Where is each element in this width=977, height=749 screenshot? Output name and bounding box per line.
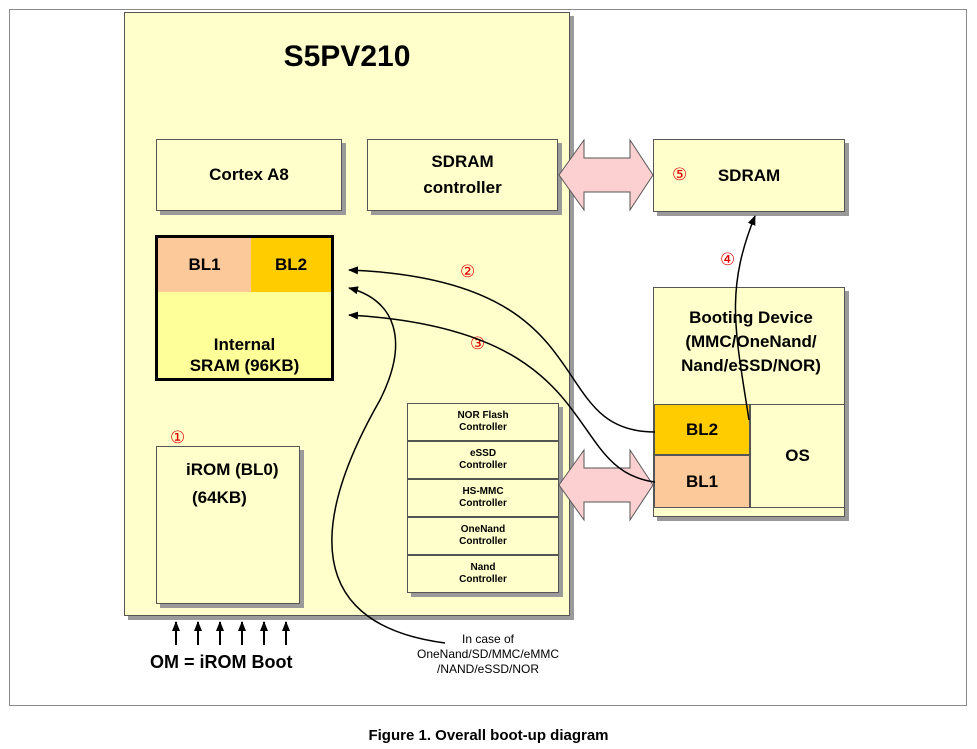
step-1-number: ①: [170, 428, 186, 447]
sram-bl1: BL1: [158, 238, 251, 292]
device-bl2-label: BL2: [685, 419, 719, 439]
onenand-controller: OneNand Controller: [407, 517, 559, 555]
chip-title: S5PV210: [283, 40, 411, 73]
irom-size: (64KB): [192, 488, 247, 507]
sdram-controller-label: SDRAM controller: [423, 152, 502, 197]
nor-flash-controller-label: NOR Flash Controller: [457, 410, 509, 433]
internal-sram-block: BL1 BL2 Internal SRAM (96KB): [155, 235, 334, 381]
controller-stack: NOR Flash Controller eSSD Controller HS-…: [407, 403, 559, 593]
device-bus-arrow: [558, 448, 654, 522]
step-4-arrow: [734, 215, 756, 421]
figure-caption: Figure 1. Overall boot-up diagram: [368, 727, 609, 744]
booting-device-label: Booting Device (MMC/OneNand/ Nand/eSSD/N…: [681, 308, 821, 375]
sram-bl2-label: BL2: [274, 255, 308, 274]
step-3-arrow: [348, 311, 656, 483]
nand-controller: Nand Controller: [407, 555, 559, 593]
nor-flash-controller: NOR Flash Controller: [407, 403, 559, 441]
hs-mmc-controller: HS-MMC Controller: [407, 479, 559, 517]
irom-block: [156, 446, 300, 604]
sdram-bus-arrow: [558, 138, 654, 212]
irom-label: iROM (BL0): [186, 460, 279, 479]
device-bl2: BL2: [654, 404, 750, 455]
cortex-a8-label: Cortex A8: [209, 165, 289, 184]
device-bl1-label: BL1: [685, 471, 719, 491]
sdram-block: SDRAM: [653, 139, 845, 212]
sram-label: Internal SRAM (96KB): [189, 335, 300, 375]
step-4-number: ④: [720, 250, 736, 269]
cortex-a8-block: Cortex A8: [156, 139, 342, 211]
nand-controller-label: Nand Controller: [459, 562, 507, 585]
onenand-controller-label: OneNand Controller: [459, 524, 507, 547]
om-label: OM = iROM Boot: [150, 652, 293, 672]
sdram-controller-block: SDRAM controller: [367, 139, 558, 211]
sdram-label: SDRAM: [717, 165, 781, 185]
essd-controller: eSSD Controller: [407, 441, 559, 479]
om-pin-arrows: [172, 621, 290, 645]
step-3-number: ③: [470, 334, 486, 353]
device-os: OS: [750, 404, 845, 508]
sram-bl2: BL2: [251, 238, 331, 292]
device-os-label: OS: [785, 446, 810, 465]
step-2-number: ②: [460, 262, 476, 281]
hs-mmc-controller-label: HS-MMC Controller: [459, 486, 507, 509]
step-5-number: ⑤: [672, 165, 688, 184]
note-text: In case of OneNand/SD/MMC/eMMC /NAND/eSS…: [416, 632, 560, 676]
sram-bl1-label: BL1: [188, 255, 221, 274]
step-2-arrow: [348, 266, 656, 433]
note-pointer-arrow: [331, 286, 446, 644]
device-bl1: BL1: [654, 455, 750, 508]
essd-controller-label: eSSD Controller: [459, 448, 507, 471]
